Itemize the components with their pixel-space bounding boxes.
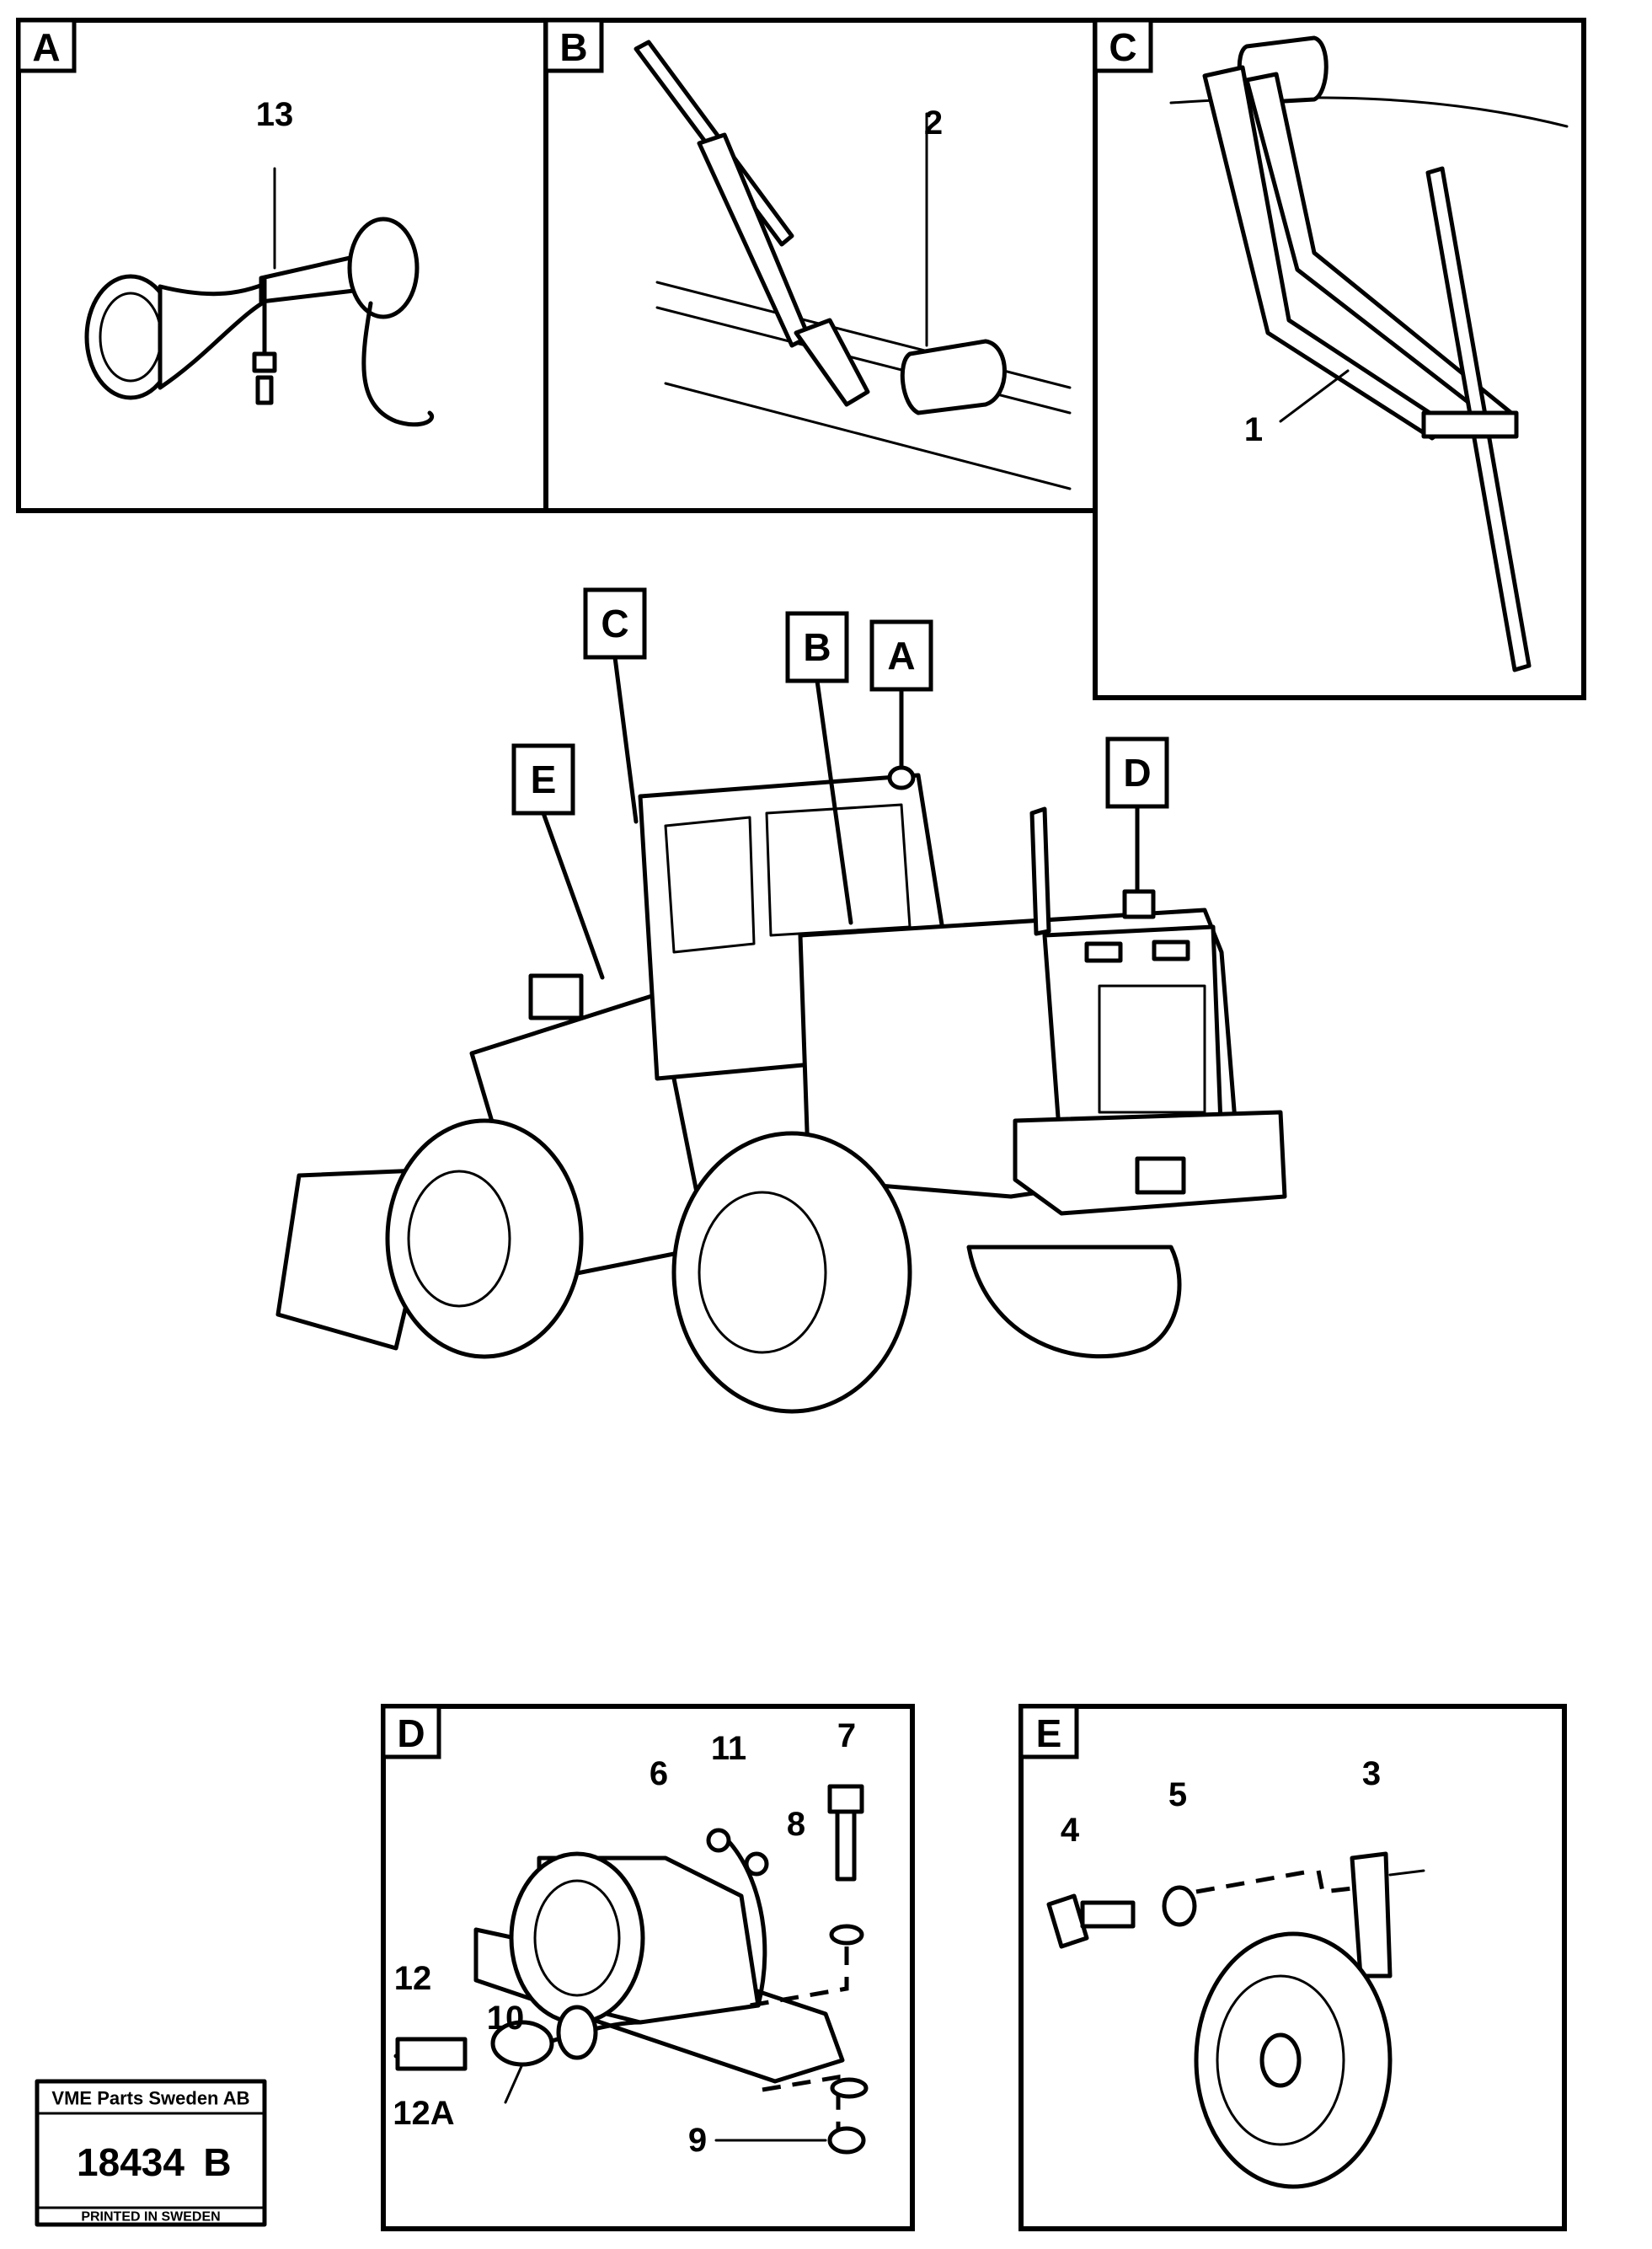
callout-b-label: B (803, 625, 831, 669)
wheel-loader-illustration (275, 765, 1287, 1414)
part-number-12a: 12A (393, 2095, 454, 2132)
machine-callout-d: D (1105, 736, 1169, 894)
panel-b-label: B (559, 25, 587, 69)
machine-callout-a: A (869, 619, 933, 769)
callout-e-label: E (531, 758, 557, 801)
machine-callout-b: B (785, 611, 853, 925)
air-horn-illustration (84, 167, 434, 427)
panel-e-label: E (1036, 1711, 1062, 1755)
part-number-1: 1 (1244, 411, 1263, 448)
panel-c: C 1 (1093, 18, 1586, 700)
electric-horn-illustration (1046, 1851, 1425, 2189)
part-number-6: 6 (650, 1755, 668, 1792)
part-number-10: 10 (487, 2000, 525, 2037)
part-number-13: 13 (256, 96, 294, 133)
reverse-alarm-illustration (393, 1784, 869, 2155)
part-number-11: 11 (711, 1730, 746, 1767)
part-number-2: 2 (924, 104, 943, 142)
part-number-9: 9 (688, 2122, 707, 2159)
stamp-suffix: B (203, 2140, 231, 2184)
machine-callout-e: E (511, 743, 605, 980)
part-number-5: 5 (1168, 1776, 1187, 1813)
callout-a-label: A (887, 634, 915, 677)
publication-stamp: VME Parts Sweden AB 18434 B PRINTED IN S… (35, 2079, 267, 2227)
part-number-8: 8 (787, 1806, 805, 1843)
panel-a-label: A (32, 25, 60, 69)
part-number-4: 4 (1061, 1812, 1080, 1849)
stamp-company: VME Parts Sweden AB (51, 2088, 249, 2109)
panel-c-label: C (1109, 25, 1136, 69)
callout-c-label: C (601, 602, 628, 645)
stamp-printed: PRINTED IN SWEDEN (81, 2210, 220, 2225)
panel-a: A 13 (16, 18, 548, 513)
stamp-number: 18434 (77, 2140, 184, 2184)
panel-b: B 2 (543, 18, 1098, 513)
part-number-7: 7 (837, 1717, 856, 1754)
callout-d-label: D (1123, 751, 1151, 795)
wiper-motor-illustration (1169, 35, 1569, 672)
part-number-3: 3 (1362, 1755, 1381, 1792)
part-number-12: 12 (394, 1960, 432, 1997)
wiper-arm-illustration (634, 40, 1072, 490)
panel-e: E 3 4 5 (1018, 1704, 1567, 2231)
machine-callout-c: C (583, 587, 647, 824)
panel-d: D 6 11 7 8 12 10 12A (381, 1704, 915, 2231)
panel-d-label: D (397, 1711, 425, 1755)
